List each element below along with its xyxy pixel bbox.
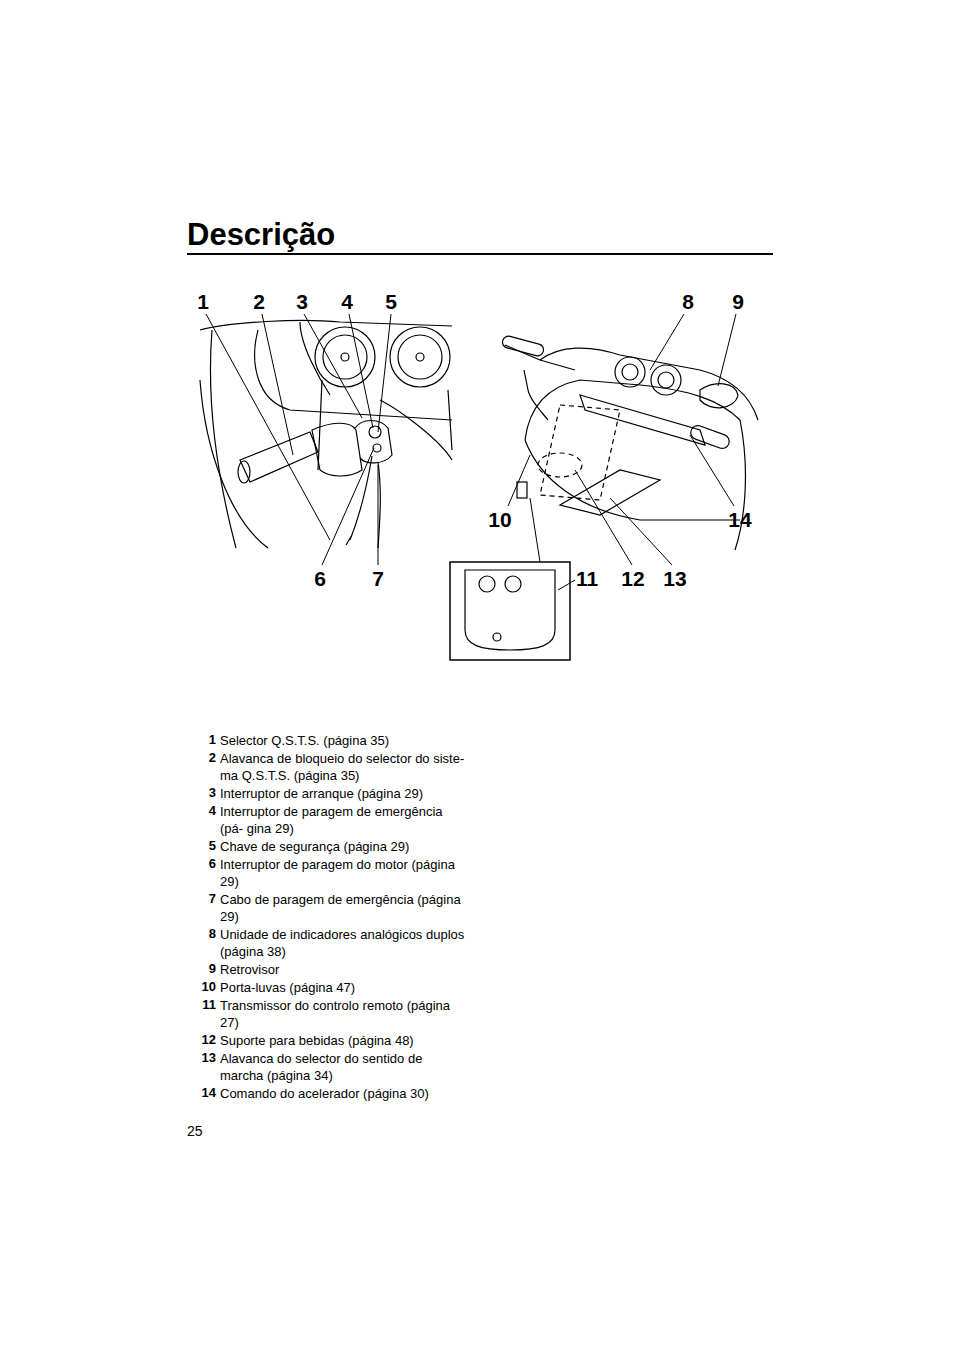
left-view	[200, 320, 452, 548]
list-text: Porta-luvas (página 47)	[220, 979, 466, 996]
callout-number: 8	[682, 290, 694, 314]
callout-number: 5	[385, 290, 397, 314]
list-text: Cabo de paragem de emergência (página 29…	[220, 891, 466, 925]
list-number: 9	[194, 961, 216, 976]
callout-number: 13	[663, 567, 686, 591]
remote-inset	[450, 562, 570, 660]
list-text: Selector Q.S.T.S. (página 35)	[220, 732, 466, 749]
list-text: Interruptor de paragem de emergência (pá…	[220, 803, 466, 837]
list-text: Chave de segurança (página 29)	[220, 838, 466, 855]
list-number: 11	[194, 997, 216, 1012]
list-number: 6	[194, 856, 216, 871]
list-text: Comando do acelerador (página 30)	[220, 1085, 466, 1102]
callout-number: 4	[341, 290, 353, 314]
list-text: Unidade de indicadores analógicos duplos…	[220, 926, 466, 960]
callout-number: 10	[488, 508, 511, 532]
callout-number: 9	[732, 290, 744, 314]
callout-number: 2	[253, 290, 265, 314]
list-number: 14	[194, 1085, 216, 1100]
list-text: Interruptor de arranque (página 29)	[220, 785, 466, 802]
callout-number: 11	[576, 567, 598, 591]
list-number: 3	[194, 785, 216, 800]
callout-number: 14	[728, 508, 751, 532]
list-text: Transmissor do controlo remoto (página 2…	[220, 997, 466, 1031]
list-text: Retrovisor	[220, 961, 466, 978]
list-text: Alavanca de bloqueio do selector do sist…	[220, 750, 466, 784]
callout-number: 12	[621, 567, 644, 591]
list-number: 8	[194, 926, 216, 941]
right-view	[490, 335, 760, 550]
callout-number: 6	[314, 567, 326, 591]
list-number: 1	[194, 732, 216, 747]
callout-number: 1	[197, 290, 209, 314]
list-number: 7	[194, 891, 216, 906]
list-number: 5	[194, 838, 216, 853]
page-number: 25	[187, 1123, 203, 1139]
list-text: Alavanca do selector do sentido de march…	[220, 1050, 466, 1084]
list-number: 13	[194, 1050, 216, 1065]
list-number: 12	[194, 1032, 216, 1047]
page-title: Descrição	[187, 217, 335, 253]
list-text: Suporte para bebidas (página 48)	[220, 1032, 466, 1049]
callout-number: 7	[372, 567, 384, 591]
leader-lines	[206, 314, 736, 590]
list-number: 4	[194, 803, 216, 818]
list-text: Interruptor de paragem do motor (página …	[220, 856, 466, 890]
list-number: 10	[194, 979, 216, 994]
title-rule	[187, 253, 773, 255]
callout-number: 3	[296, 290, 308, 314]
list-number: 2	[194, 750, 216, 765]
